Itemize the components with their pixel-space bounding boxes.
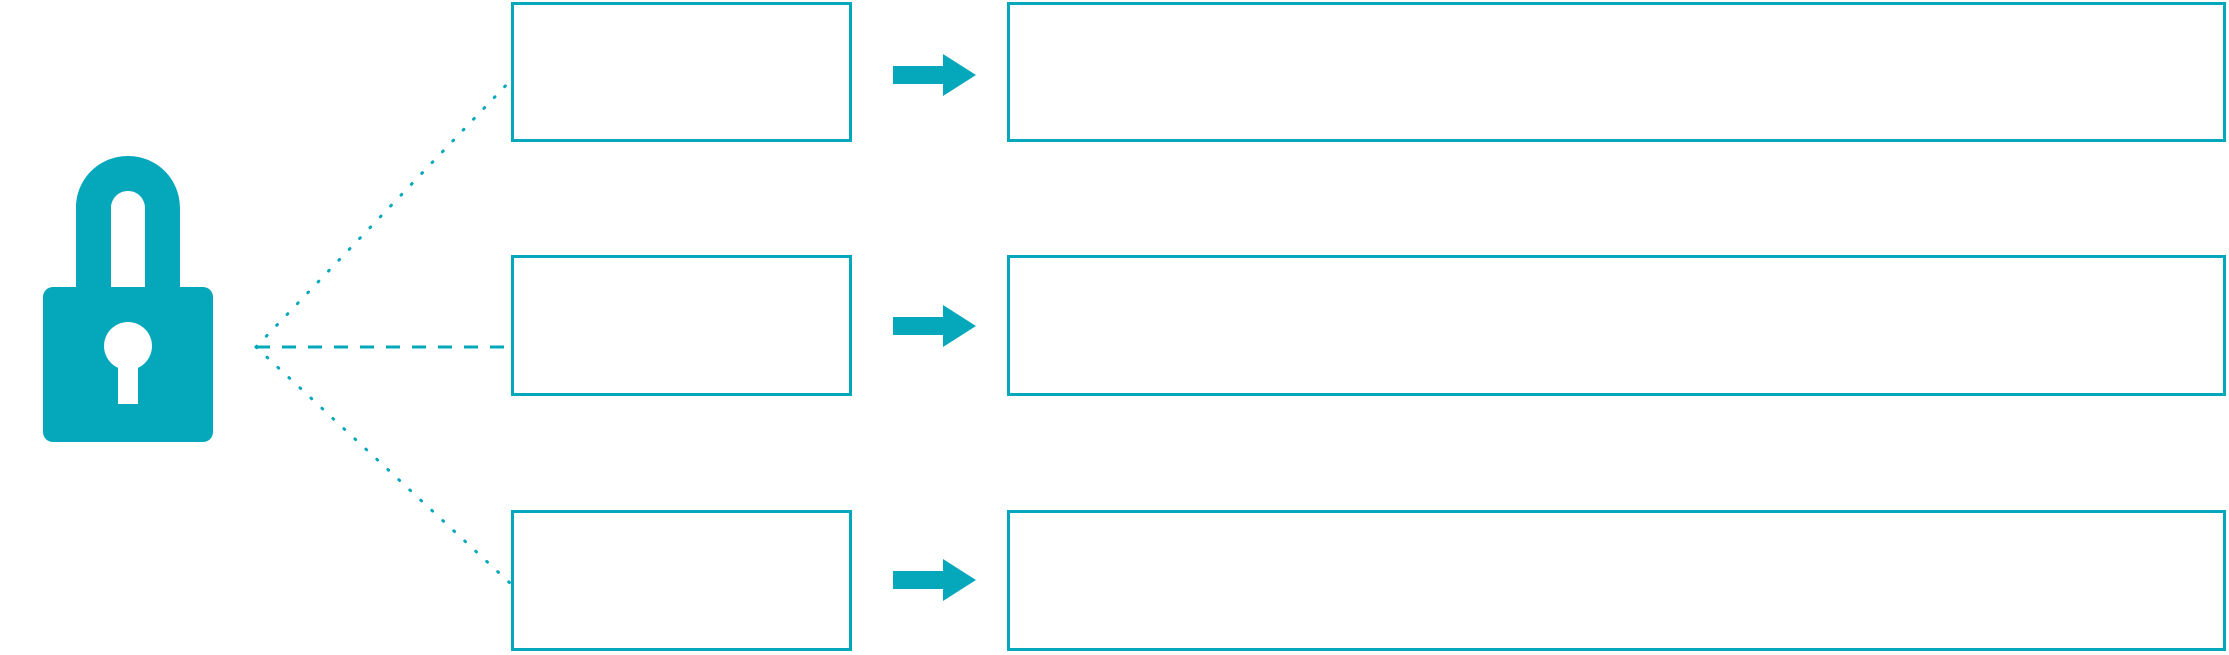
arrow-right-icon-1 (893, 53, 977, 97)
lock-icon-svg (43, 156, 213, 442)
arrow-right-icon-2-svg (893, 305, 976, 347)
right-box-3[interactable] (1007, 510, 2226, 651)
right-box-3-text (1010, 513, 2223, 541)
lock-icon (28, 148, 228, 448)
diagram-row-1 (0, 0, 2229, 145)
arrow-right-icon-3-svg (893, 559, 976, 601)
lock-shackle (76, 156, 180, 298)
left-box-1[interactable] (511, 2, 852, 142)
arrow-right-icon-3 (893, 558, 977, 602)
right-box-2[interactable] (1007, 255, 2226, 396)
lock-keyhole-circle (104, 322, 152, 370)
arrow-right-icon-2 (893, 304, 977, 348)
arrow-right-icon-1-svg (893, 54, 976, 96)
left-box-3[interactable] (511, 510, 852, 651)
left-box-3-text (514, 513, 849, 541)
left-box-2[interactable] (511, 255, 852, 396)
lock-keyhole-stem (118, 356, 138, 404)
right-box-1[interactable] (1007, 2, 2226, 142)
